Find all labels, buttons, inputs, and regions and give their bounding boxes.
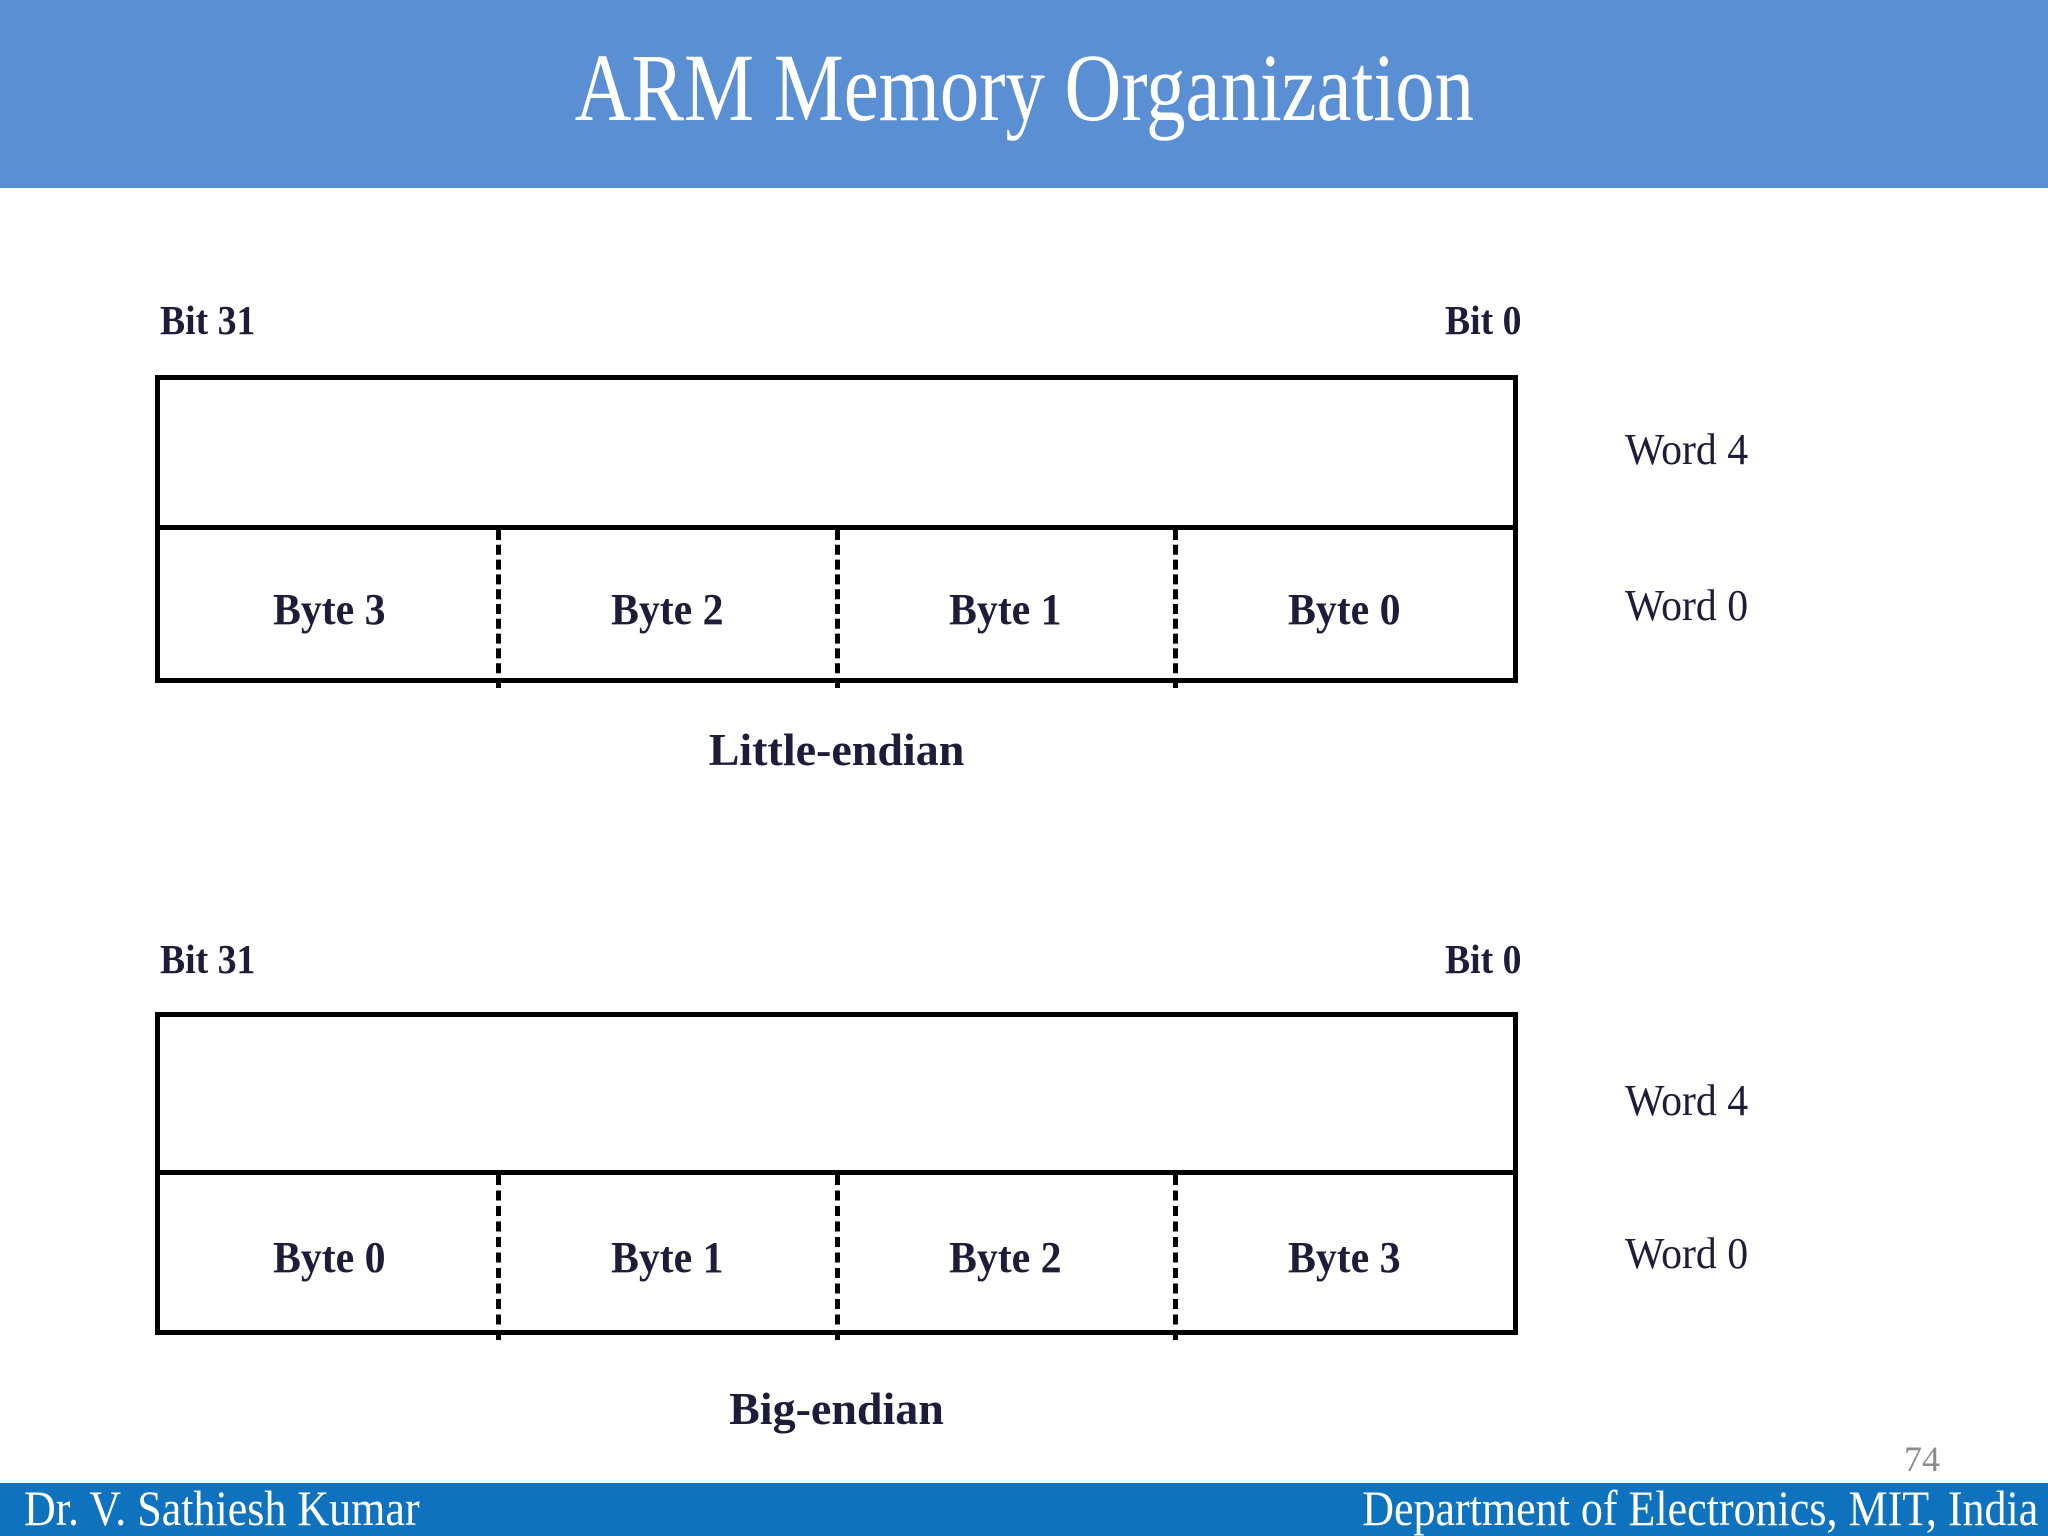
memory-word-box-big-endian: Byte 0 Byte 1 Byte 2 Byte 3 bbox=[155, 1012, 1518, 1340]
word0-label-little-endian: Word 0 bbox=[1625, 581, 1749, 630]
byte-label: Byte 2 bbox=[949, 1233, 1062, 1282]
page-title: ARM Memory Organization bbox=[574, 34, 1474, 141]
bit31-label-little-endian: Bit 31 bbox=[160, 297, 256, 343]
word4-label-little-endian: Word 4 bbox=[1625, 425, 1749, 474]
word0-byte-row-big-endian: Byte 0 Byte 1 Byte 2 Byte 3 bbox=[160, 1175, 1513, 1340]
caption-little-endian: Little-endian bbox=[708, 724, 965, 775]
byte-label: Byte 2 bbox=[611, 584, 724, 634]
slide-number: 74 bbox=[1904, 1439, 1940, 1479]
footer-presenter: Dr. V. Sathiesh Kumar bbox=[24, 1480, 420, 1536]
byte-cell: Byte 0 bbox=[160, 1175, 498, 1340]
byte-label: Byte 3 bbox=[1287, 1233, 1401, 1282]
word4-row-big-endian bbox=[160, 1017, 1513, 1175]
word4-label-big-endian: Word 4 bbox=[1625, 1076, 1749, 1125]
byte-label: Byte 0 bbox=[1287, 584, 1401, 634]
word4-row-little-endian bbox=[160, 380, 1513, 530]
byte-cell: Byte 2 bbox=[834, 1175, 1175, 1340]
byte-label: Byte 0 bbox=[272, 1233, 386, 1282]
memory-word-box-little-endian: Byte 3 Byte 2 Byte 1 Byte 0 bbox=[155, 375, 1518, 688]
footer-bar bbox=[0, 1483, 2048, 1536]
byte-label: Byte 1 bbox=[949, 584, 1062, 634]
bit0-label-little-endian: Bit 0 bbox=[1445, 297, 1522, 343]
byte-cell: Byte 1 bbox=[496, 1175, 836, 1340]
word0-byte-row-little-endian: Byte 3 Byte 2 Byte 1 Byte 0 bbox=[160, 530, 1513, 688]
caption-big-endian: Big-endian bbox=[729, 1383, 944, 1434]
word0-label-big-endian: Word 0 bbox=[1625, 1229, 1749, 1278]
byte-label: Byte 3 bbox=[272, 584, 386, 634]
bit0-label-big-endian: Bit 0 bbox=[1445, 936, 1522, 982]
bit31-label-big-endian: Bit 31 bbox=[160, 936, 256, 982]
byte-cell: Byte 2 bbox=[496, 530, 836, 688]
slide-title-bar: ARM Memory Organization bbox=[0, 0, 2048, 188]
byte-label: Byte 1 bbox=[611, 1233, 724, 1282]
byte-cell: Byte 3 bbox=[1172, 1175, 1513, 1340]
byte-cell: Byte 1 bbox=[834, 530, 1175, 688]
footer-affiliation: Department of Electronics, MIT, India bbox=[1361, 1480, 2038, 1536]
byte-cell: Byte 0 bbox=[1172, 530, 1513, 688]
byte-cell: Byte 3 bbox=[160, 530, 498, 688]
